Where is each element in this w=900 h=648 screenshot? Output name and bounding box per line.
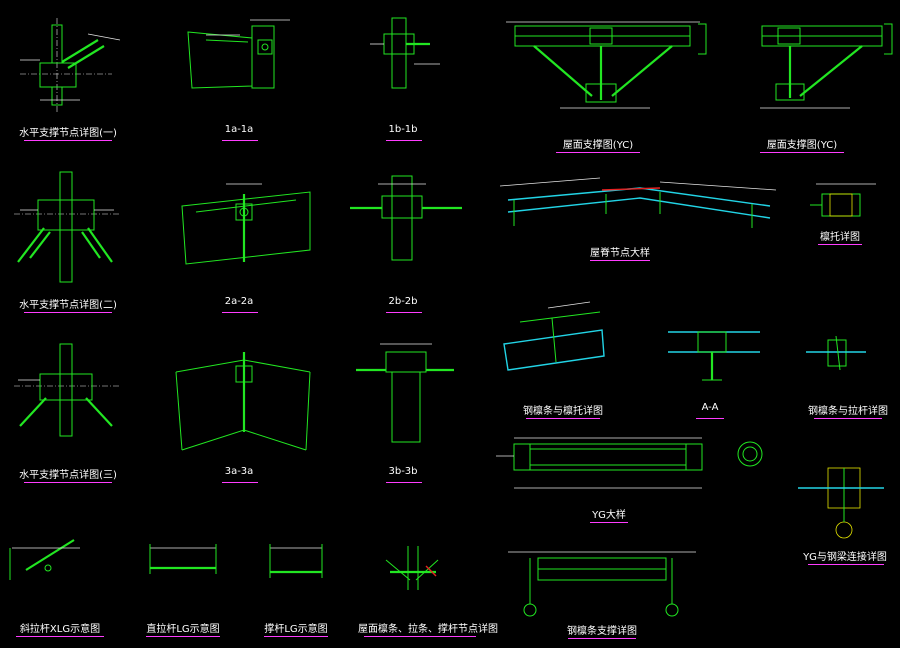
detail-roof-brace-yc-a bbox=[506, 21, 707, 109]
caption-yg-beam-connection: YG与钢梁连接详图 bbox=[803, 552, 887, 563]
detail-purlin-connection bbox=[806, 335, 866, 371]
caption-underline bbox=[556, 152, 640, 153]
caption-section-3b: 3b-3b bbox=[388, 466, 418, 477]
detail-section-1b bbox=[370, 17, 440, 89]
detail-stiffener bbox=[810, 183, 876, 217]
detail-section-aa bbox=[668, 331, 760, 381]
detail-yg bbox=[496, 437, 763, 489]
detail-section-2a bbox=[181, 183, 311, 265]
detail-ridge-node bbox=[499, 177, 777, 228]
caption-underline bbox=[222, 482, 258, 483]
caption-section-1a: 1a-1a bbox=[224, 124, 254, 135]
caption-stiffener-detail: 檩托详图 bbox=[820, 232, 860, 243]
detail-diagonal-lg bbox=[269, 544, 323, 578]
caption-underline bbox=[386, 140, 422, 141]
caption-underline bbox=[24, 140, 112, 141]
caption-section-2b: 2b-2b bbox=[388, 296, 418, 307]
caption-purlin-brace: 钢檩条支撑详图 bbox=[567, 626, 637, 637]
caption-roof-brace-yc-b: 屋面支撑图(YC) bbox=[766, 140, 838, 151]
caption-purlin-stay-detail: 钢檩条与檩托详图 bbox=[523, 406, 603, 417]
caption-section-2a: 2a-2a bbox=[224, 296, 254, 307]
caption-underline bbox=[696, 418, 724, 419]
caption-roof-purlin-node: 屋面檩条、拉条、撑杆节点详图 bbox=[358, 624, 498, 635]
caption-underline bbox=[364, 636, 476, 637]
caption-underline bbox=[590, 260, 650, 261]
caption-underline bbox=[808, 564, 884, 565]
detail-section-2b bbox=[350, 175, 462, 261]
caption-underline bbox=[526, 418, 600, 419]
caption-horizontal-brace-node-2: 水平支撑节点详图(二) bbox=[19, 300, 117, 311]
caption-straight-lg: 直拉杆LG示意图 bbox=[146, 624, 220, 635]
detail-purlin-brace bbox=[508, 551, 696, 617]
caption-underline bbox=[222, 312, 258, 313]
detail-section-3b bbox=[356, 343, 454, 443]
detail-diagonal-xlg bbox=[9, 539, 80, 580]
detail-roof-brace-yc-b bbox=[760, 23, 893, 109]
caption-roof-brace-yc-a: 屋面支撑图(YC) bbox=[562, 140, 634, 151]
caption-underline bbox=[24, 312, 112, 313]
detail-horizontal-brace-node-1 bbox=[20, 18, 121, 112]
caption-horizontal-brace-node-3: 水平支撑节点详图(三) bbox=[19, 470, 117, 481]
detail-horizontal-brace-node-3 bbox=[14, 343, 120, 437]
caption-underline bbox=[386, 482, 422, 483]
caption-underline bbox=[264, 636, 328, 637]
detail-purlin-stay bbox=[503, 301, 605, 371]
caption-underline bbox=[590, 522, 628, 523]
detail-yg-beam-connection bbox=[798, 467, 884, 539]
caption-underline bbox=[386, 312, 422, 313]
detail-roof-purlin-node bbox=[385, 546, 439, 590]
caption-underline bbox=[16, 636, 104, 637]
detail-section-1a bbox=[187, 19, 290, 89]
caption-underline bbox=[24, 482, 112, 483]
caption-section-1b: 1b-1b bbox=[388, 124, 418, 135]
caption-section-3a: 3a-3a bbox=[224, 466, 254, 477]
caption-purlin-connection: 钢檩条与拉杆详图 bbox=[808, 406, 888, 417]
detail-straight-lg bbox=[149, 544, 217, 574]
caption-underline bbox=[146, 636, 220, 637]
detail-horizontal-brace-node-2 bbox=[14, 171, 120, 283]
caption-diagonal-xlg: 斜拉杆XLG示意图 bbox=[19, 624, 101, 635]
caption-underline bbox=[818, 244, 862, 245]
caption-underline bbox=[760, 152, 844, 153]
caption-underline bbox=[568, 638, 636, 639]
caption-underline bbox=[222, 140, 258, 141]
caption-yg-detail: YG大样 bbox=[592, 510, 626, 521]
caption-section-aa: A-A bbox=[701, 402, 719, 413]
caption-ridge-node: 屋脊节点大样 bbox=[590, 248, 650, 259]
caption-underline bbox=[814, 418, 882, 419]
caption-horizontal-brace-node-1: 水平支撑节点详图(一) bbox=[19, 128, 117, 139]
detail-section-3a bbox=[175, 352, 311, 451]
caption-diagonal-lg: 撑杆LG示意图 bbox=[264, 624, 328, 635]
